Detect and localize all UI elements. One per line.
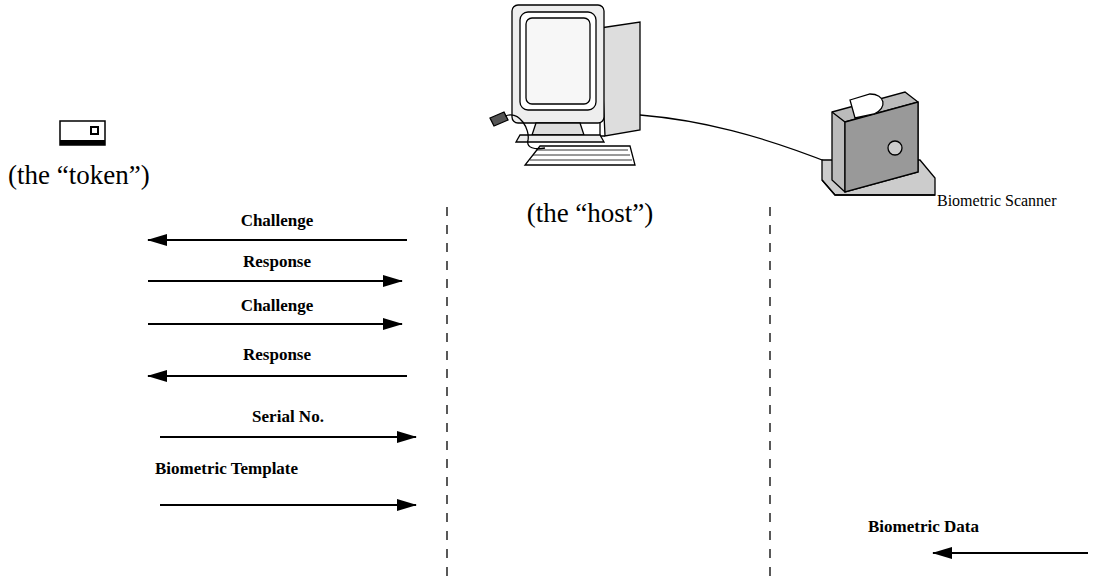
column-divider <box>446 207 447 580</box>
host-label: (the “host”) <box>527 198 654 229</box>
token-label: (the “token”) <box>8 160 150 191</box>
column-divider <box>769 207 770 580</box>
message-arrows <box>148 240 1088 553</box>
message-label: Biometric Data <box>868 517 979 537</box>
message-label: Challenge <box>241 296 314 316</box>
message-label: Challenge <box>241 211 314 231</box>
message-label: Response <box>243 252 311 272</box>
message-label: Biometric Template <box>155 459 298 479</box>
biometric-scanner <box>822 92 935 195</box>
device-label: Biometric Scanner <box>937 192 1057 210</box>
message-label: Serial No. <box>252 407 324 427</box>
host-computer <box>490 5 835 165</box>
message-label: Response <box>243 345 311 365</box>
token-card <box>60 121 105 145</box>
